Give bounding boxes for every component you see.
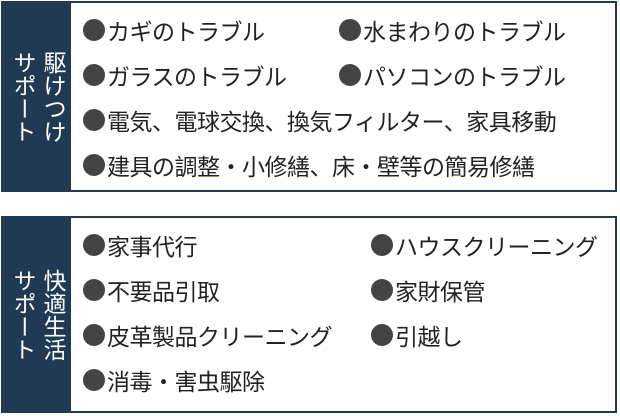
bullet-icon xyxy=(339,64,361,86)
service-item: 水まわりのトラブル xyxy=(339,11,566,49)
service-label: 不要品引取 xyxy=(107,280,220,306)
bullet-icon xyxy=(371,279,393,301)
service-row: 家事代行 ハウスクリーニング xyxy=(83,226,615,271)
service-item: 家事代行 xyxy=(83,226,198,264)
bullet-icon xyxy=(83,324,105,346)
bullet-icon xyxy=(83,109,105,131)
service-item: 消毒・害虫駆除 xyxy=(83,361,265,399)
service-row: 不要品引取 家財保管 xyxy=(83,271,615,316)
service-row: ガラスのトラブル パソコンのトラブル xyxy=(83,56,615,101)
service-row: 電気、電球交換、換気フィルター、家具移動 xyxy=(83,101,615,146)
rush-support-panel: 駆けつけ サポート カギのトラブル 水まわりのトラブル ガラスのトラブル パソコ… xyxy=(1,1,617,192)
bullet-icon xyxy=(83,279,105,301)
service-label: 家事代行 xyxy=(107,235,198,261)
service-label: パソコンのトラブル xyxy=(363,65,566,91)
service-item: 建具の調整・小修繕、床・壁等の簡易修繕 xyxy=(83,146,535,184)
bullet-icon xyxy=(339,19,361,41)
panel-sidebar: 快適生活 サポート xyxy=(3,218,71,411)
service-item: 電気、電球交換、換気フィルター、家具移動 xyxy=(83,101,557,139)
service-item: 皮革製品クリーニング xyxy=(83,316,333,354)
service-label: ハウスクリーニング xyxy=(395,235,598,261)
service-label: 引越し xyxy=(395,325,463,351)
sidebar-title-sub: サポート xyxy=(9,268,35,361)
service-label: 消毒・害虫駆除 xyxy=(107,370,265,396)
comfort-life-support-panel: 快適生活 サポート 家事代行 ハウスクリーニング 不要品引取 家財保管 皮革製品… xyxy=(1,216,617,413)
service-item: 家財保管 xyxy=(371,271,486,309)
service-row: カギのトラブル 水まわりのトラブル xyxy=(83,11,615,56)
service-list: カギのトラブル 水まわりのトラブル ガラスのトラブル パソコンのトラブル 電気、… xyxy=(71,3,615,190)
service-row: 建具の調整・小修繕、床・壁等の簡易修繕 xyxy=(83,146,615,191)
service-item: パソコンのトラブル xyxy=(339,56,566,94)
service-label: 建具の調整・小修繕、床・壁等の簡易修繕 xyxy=(107,155,535,181)
bullet-icon xyxy=(83,234,105,256)
service-row: 皮革製品クリーニング 引越し xyxy=(83,316,615,361)
bullet-icon xyxy=(83,154,105,176)
service-label: 電気、電球交換、換気フィルター、家具移動 xyxy=(107,110,557,136)
service-label: カギのトラブル xyxy=(107,20,265,46)
service-item: ガラスのトラブル xyxy=(83,56,287,94)
service-label: 皮革製品クリーニング xyxy=(107,325,333,351)
service-item: 不要品引取 xyxy=(83,271,220,309)
bullet-icon xyxy=(371,324,393,346)
bullet-icon xyxy=(83,19,105,41)
service-row: 消毒・害虫駆除 xyxy=(83,361,615,406)
sidebar-title-sub: サポート xyxy=(9,50,35,143)
sidebar-title-main: 駆けつけ xyxy=(39,50,65,143)
bullet-icon xyxy=(83,369,105,391)
bullet-icon xyxy=(83,64,105,86)
service-label: ガラスのトラブル xyxy=(107,65,287,91)
bullet-icon xyxy=(371,234,393,256)
service-list: 家事代行 ハウスクリーニング 不要品引取 家財保管 皮革製品クリーニング 引越し… xyxy=(71,218,615,411)
service-item: カギのトラブル xyxy=(83,11,265,49)
panel-sidebar: 駆けつけ サポート xyxy=(3,3,71,190)
service-item: 引越し xyxy=(371,316,463,354)
service-label: 水まわりのトラブル xyxy=(363,20,566,46)
service-label: 家財保管 xyxy=(395,280,486,306)
sidebar-title-main: 快適生活 xyxy=(39,268,65,361)
service-item: ハウスクリーニング xyxy=(371,226,598,264)
